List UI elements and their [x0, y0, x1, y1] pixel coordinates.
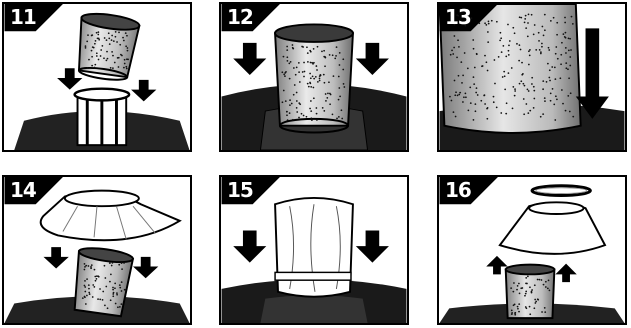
step-13-panel: 13 [437, 2, 627, 152]
step-number: 13 [445, 5, 471, 29]
step-15-panel: 15 [219, 175, 409, 325]
step-14-panel: 14 [2, 175, 192, 325]
step-11-panel: 11 [2, 2, 192, 152]
step-16-panel: 16 [437, 175, 627, 325]
step-12-panel: 12 [219, 2, 409, 152]
step-number: 15 [227, 178, 253, 202]
step-number: 16 [445, 178, 471, 202]
step-number: 11 [10, 5, 36, 29]
step-number: 12 [227, 5, 253, 29]
step-number: 14 [10, 178, 36, 202]
